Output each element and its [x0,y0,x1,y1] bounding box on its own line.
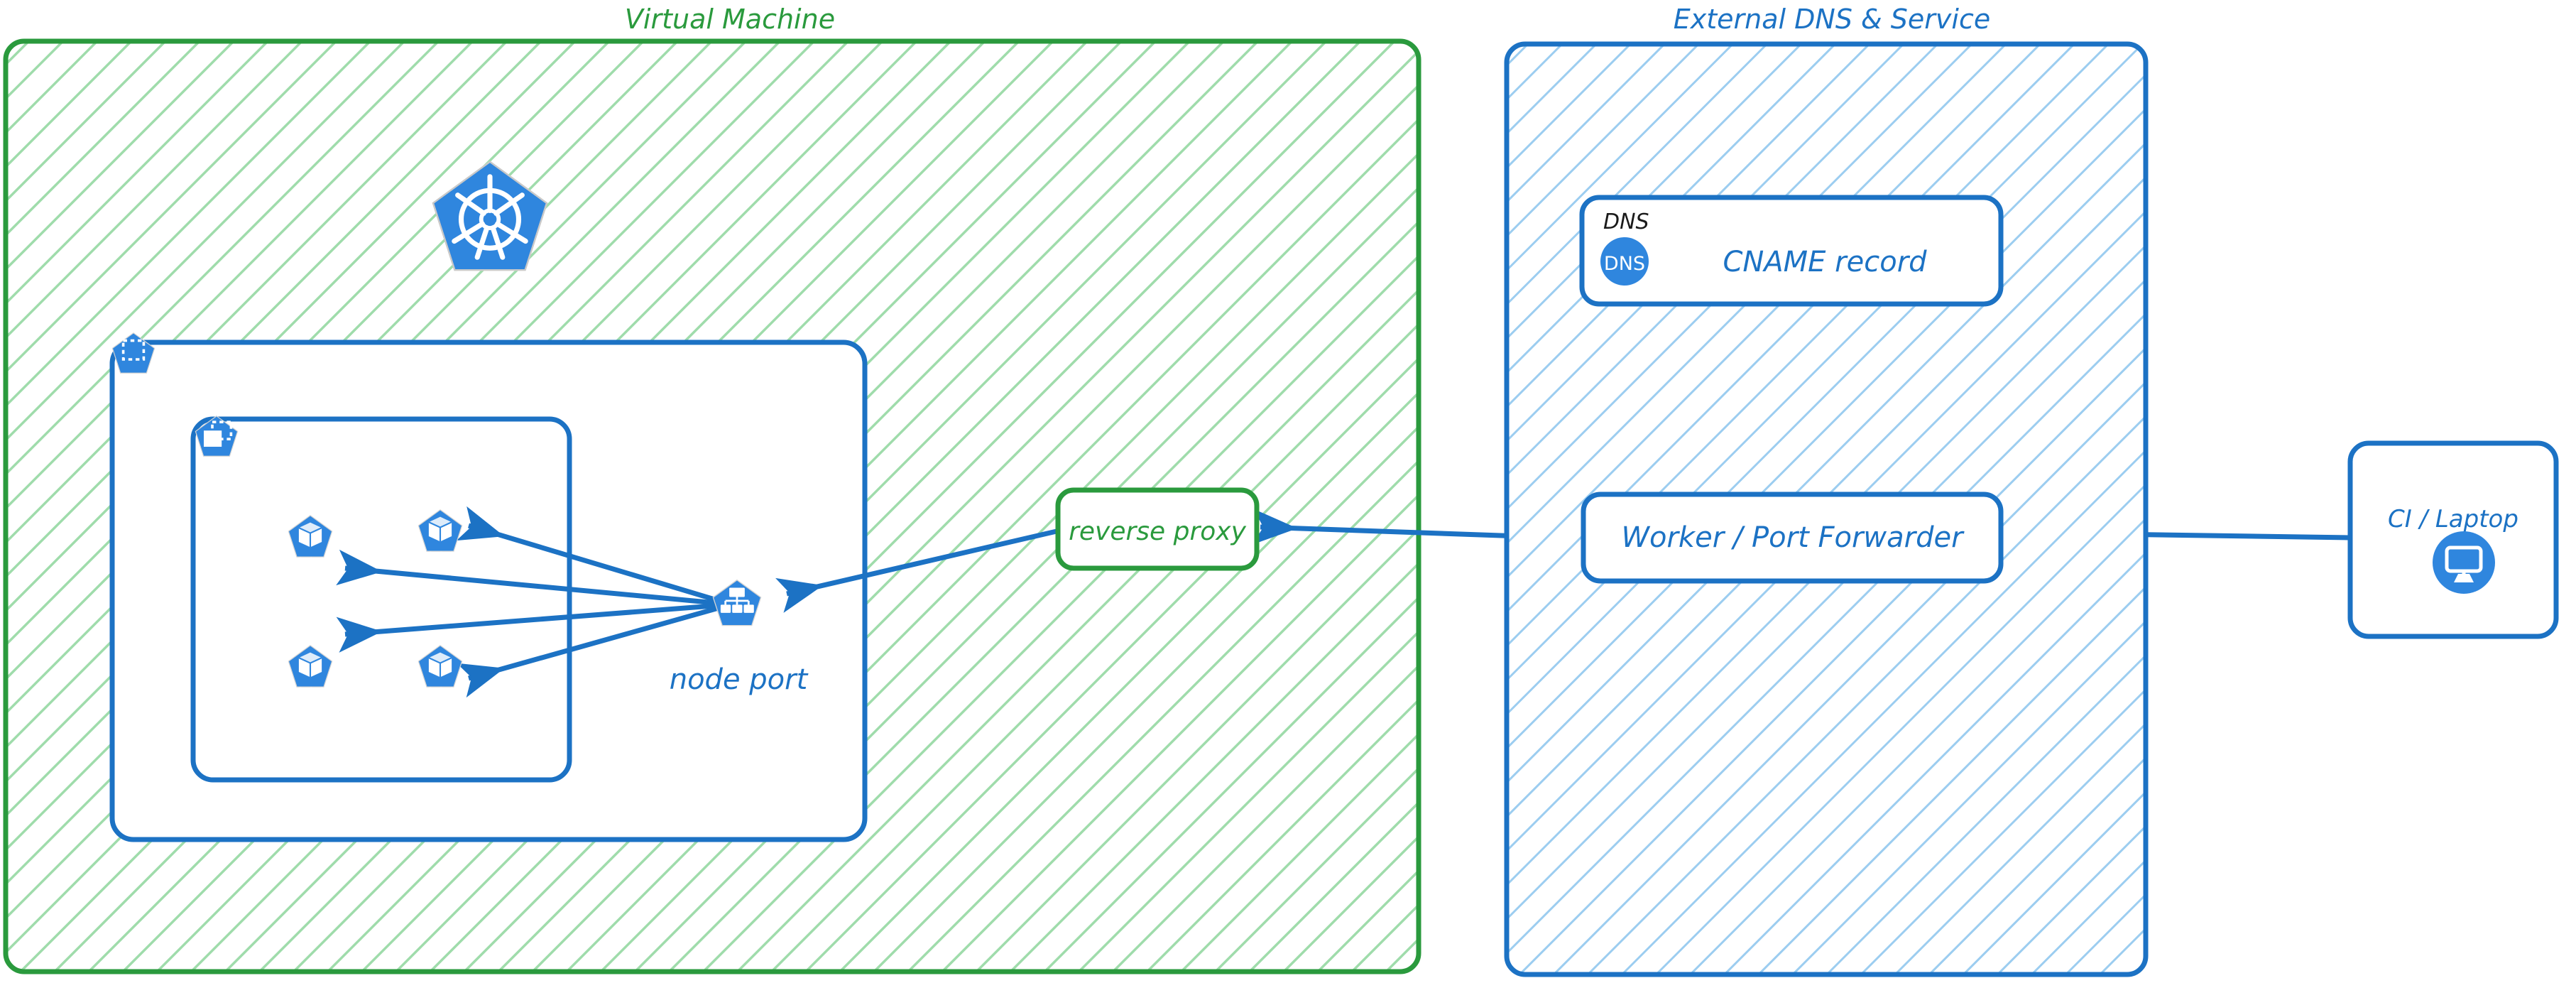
reverse-proxy-box[interactable] [1055,487,1260,571]
pod-cube-icon [428,516,452,542]
pod-4[interactable] [417,644,463,688]
service-icon [720,587,754,613]
pod-2-label: pod [422,545,458,567]
pod-2[interactable] [417,509,463,552]
replicaset-icon [204,420,233,447]
pod-1-label: pod [293,551,328,572]
edge-service-pod-3 [336,602,732,653]
dns-zone-title: External DNS & Service [1674,4,1990,35]
pod-3[interactable] [288,644,333,688]
edge-group-service-pods [336,506,733,698]
dns-card[interactable] [1579,195,2004,307]
pod-4-label: pod [422,681,458,702]
pod-cube-icon [298,652,322,678]
service-badge-label: svc [721,619,754,643]
edge-reverse-proxy-service [775,528,1057,613]
kubernetes-logo-icon [432,161,548,271]
dns-card-kind-label: DNS [1603,210,1649,234]
worker-card[interactable] [1581,492,2004,584]
pod-1[interactable] [288,514,333,558]
replicaset-badge [195,416,239,457]
reverse-proxy-label: reverse proxy [1069,517,1247,546]
dns-circle-icon [1600,237,1649,286]
replicaset-box [190,416,572,783]
desktop-monitor-icon [2433,531,2495,594]
pod-cube-icon [428,652,452,678]
replicaset-badge-label: rs [207,466,225,488]
service-badge[interactable] [712,579,762,626]
ci-laptop-label: CI / Laptop [2388,505,2518,533]
node-port-caption: node port [670,663,809,696]
pod-3-label: pod [293,681,328,702]
vm-zone-title: Virtual Machine [625,4,835,35]
worker-card-label: Worker / Port Forwarder [1621,521,1965,554]
edge-service-pod-2 [456,506,733,607]
namespace-badge [111,332,155,374]
namespace-badge-label: ns [122,383,144,405]
pod-cube-icon [298,522,322,548]
edge-service-pod-1 [336,549,732,607]
edge-service-pod-4 [457,602,732,698]
dns-badge-text: DNS [1604,253,1645,275]
dns-card-title: CNAME record [1723,246,1927,278]
